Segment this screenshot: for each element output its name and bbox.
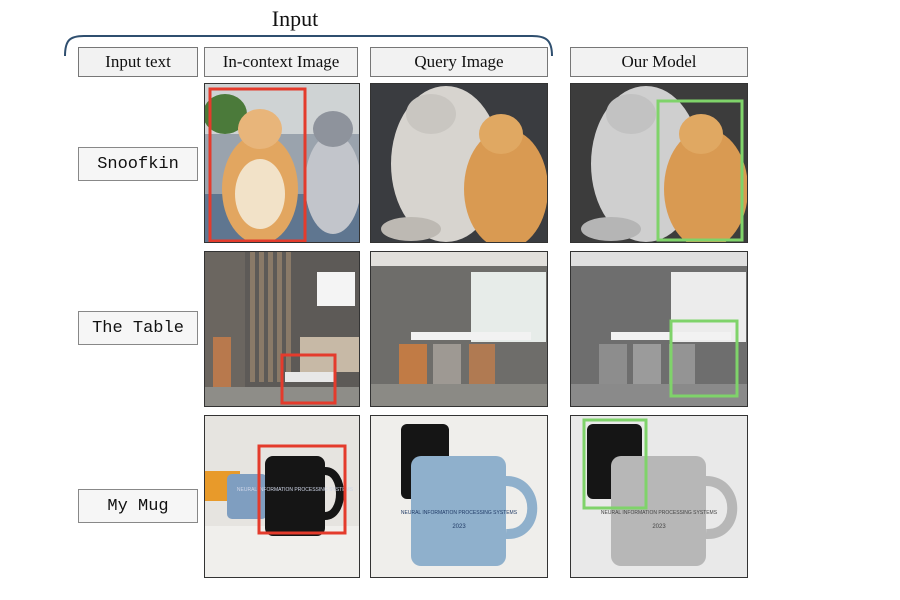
in-context-image-snoofkin — [204, 83, 360, 243]
input-group-bracket — [64, 35, 553, 57]
mug-print-year: 2023 — [452, 524, 466, 530]
mug-print-text: NEURAL INFORMATION PROCESSING SYSTEMS — [401, 510, 518, 516]
model-output-the-table — [570, 251, 748, 407]
prediction-bounding-box — [582, 418, 648, 510]
header-our-model: Our Model — [570, 47, 748, 77]
row-label-snoofkin: Snoofkin — [78, 147, 198, 181]
context-bounding-box — [257, 444, 347, 535]
mug-print-year: 2023 — [652, 524, 666, 530]
row-label-my-mug: My Mug — [78, 489, 198, 523]
prediction-bounding-box — [656, 99, 744, 242]
header-in-context-image: In-context Image — [204, 47, 358, 77]
query-image-the-table — [370, 251, 548, 407]
row-label-the-table: The Table — [78, 311, 198, 345]
prediction-bounding-box — [669, 319, 739, 398]
query-image-snoofkin — [370, 83, 548, 243]
mug-print-text: NEURAL INFORMATION PROCESSING SYSTEMS — [601, 510, 718, 516]
query-image-my-mug: NEURAL INFORMATION PROCESSING SYSTEMS 20… — [370, 415, 548, 578]
model-output-my-mug: NEURAL INFORMATION PROCESSING SYSTEMS 20… — [570, 415, 748, 578]
header-query-image: Query Image — [370, 47, 548, 77]
mug-print-text: NEURAL INFORMATION PROCESSING SYSTEMS — [237, 487, 354, 493]
context-bounding-box — [208, 87, 307, 242]
in-context-image-the-table — [204, 251, 360, 407]
header-input-text: Input text — [78, 47, 198, 77]
context-bounding-box — [280, 353, 337, 405]
input-group-title: Input — [271, 6, 319, 31]
in-context-image-my-mug: NEURAL INFORMATION PROCESSING SYSTEMS — [204, 415, 360, 578]
model-output-snoofkin — [570, 83, 748, 243]
